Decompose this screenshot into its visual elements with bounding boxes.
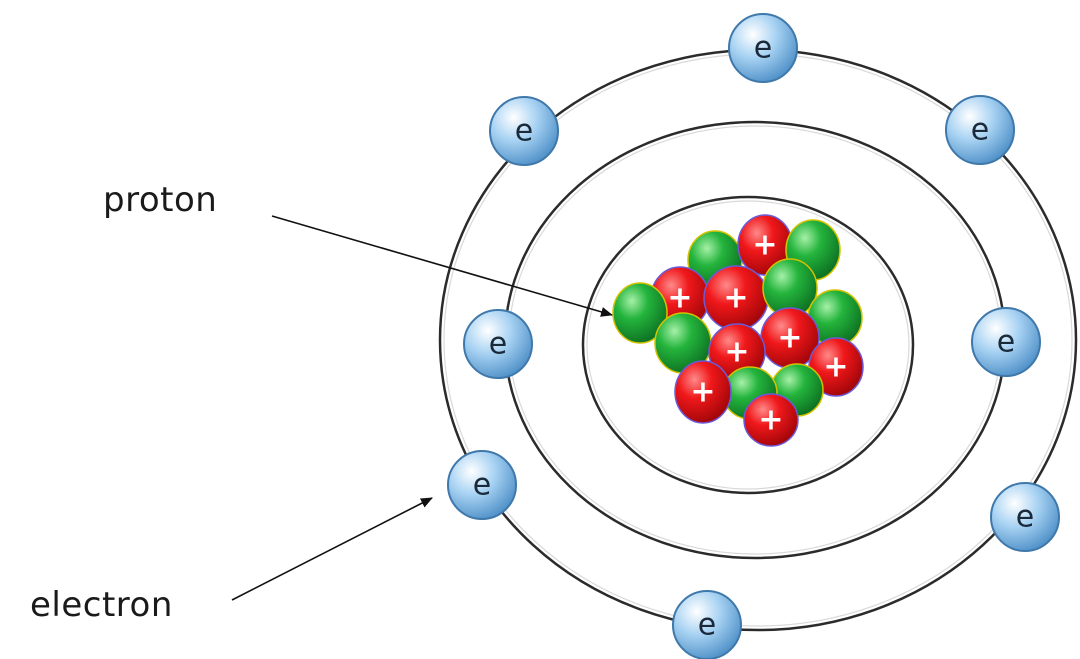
proton-icon: + (708, 323, 766, 381)
electron-icon: e (672, 590, 742, 659)
proton-icon: + (674, 360, 732, 424)
proton-icon: + (743, 393, 799, 447)
orbit-inner (581, 195, 915, 495)
proton-arrow (271, 215, 613, 317)
electron-icon: e (728, 13, 798, 83)
svg-text:e: e (971, 113, 989, 148)
svg-text:e: e (473, 468, 491, 503)
electron-icon: e (447, 450, 517, 520)
svg-text:+: + (667, 281, 692, 316)
electron-label: electron (30, 585, 173, 625)
proton-icon: + (703, 265, 769, 331)
nucleus: + + + + + (612, 214, 864, 447)
svg-text:+: + (752, 228, 777, 263)
electron-icon: e (463, 309, 533, 379)
proton-icon: + (760, 307, 820, 369)
electron-icon: e (971, 307, 1041, 377)
svg-text:e: e (489, 327, 507, 362)
svg-text:e: e (698, 608, 716, 643)
electrons: e e e e e e e e (447, 13, 1060, 659)
svg-text:+: + (758, 403, 783, 438)
svg-text:e: e (515, 114, 533, 149)
electron-icon: e (945, 95, 1015, 165)
svg-text:e: e (1016, 500, 1034, 535)
svg-text:+: + (690, 375, 715, 410)
svg-text:e: e (997, 325, 1015, 360)
proton-icon: + (808, 337, 864, 397)
svg-text:e: e (754, 31, 772, 66)
svg-text:+: + (823, 350, 848, 385)
neutron-icon (612, 282, 668, 344)
electron-arrow (231, 497, 433, 601)
electron-icon: e (489, 96, 559, 166)
svg-text:+: + (777, 321, 802, 356)
svg-text:+: + (724, 335, 749, 370)
electron-icon: e (990, 482, 1060, 552)
svg-text:+: + (723, 281, 748, 316)
proton-label: proton (103, 180, 218, 220)
